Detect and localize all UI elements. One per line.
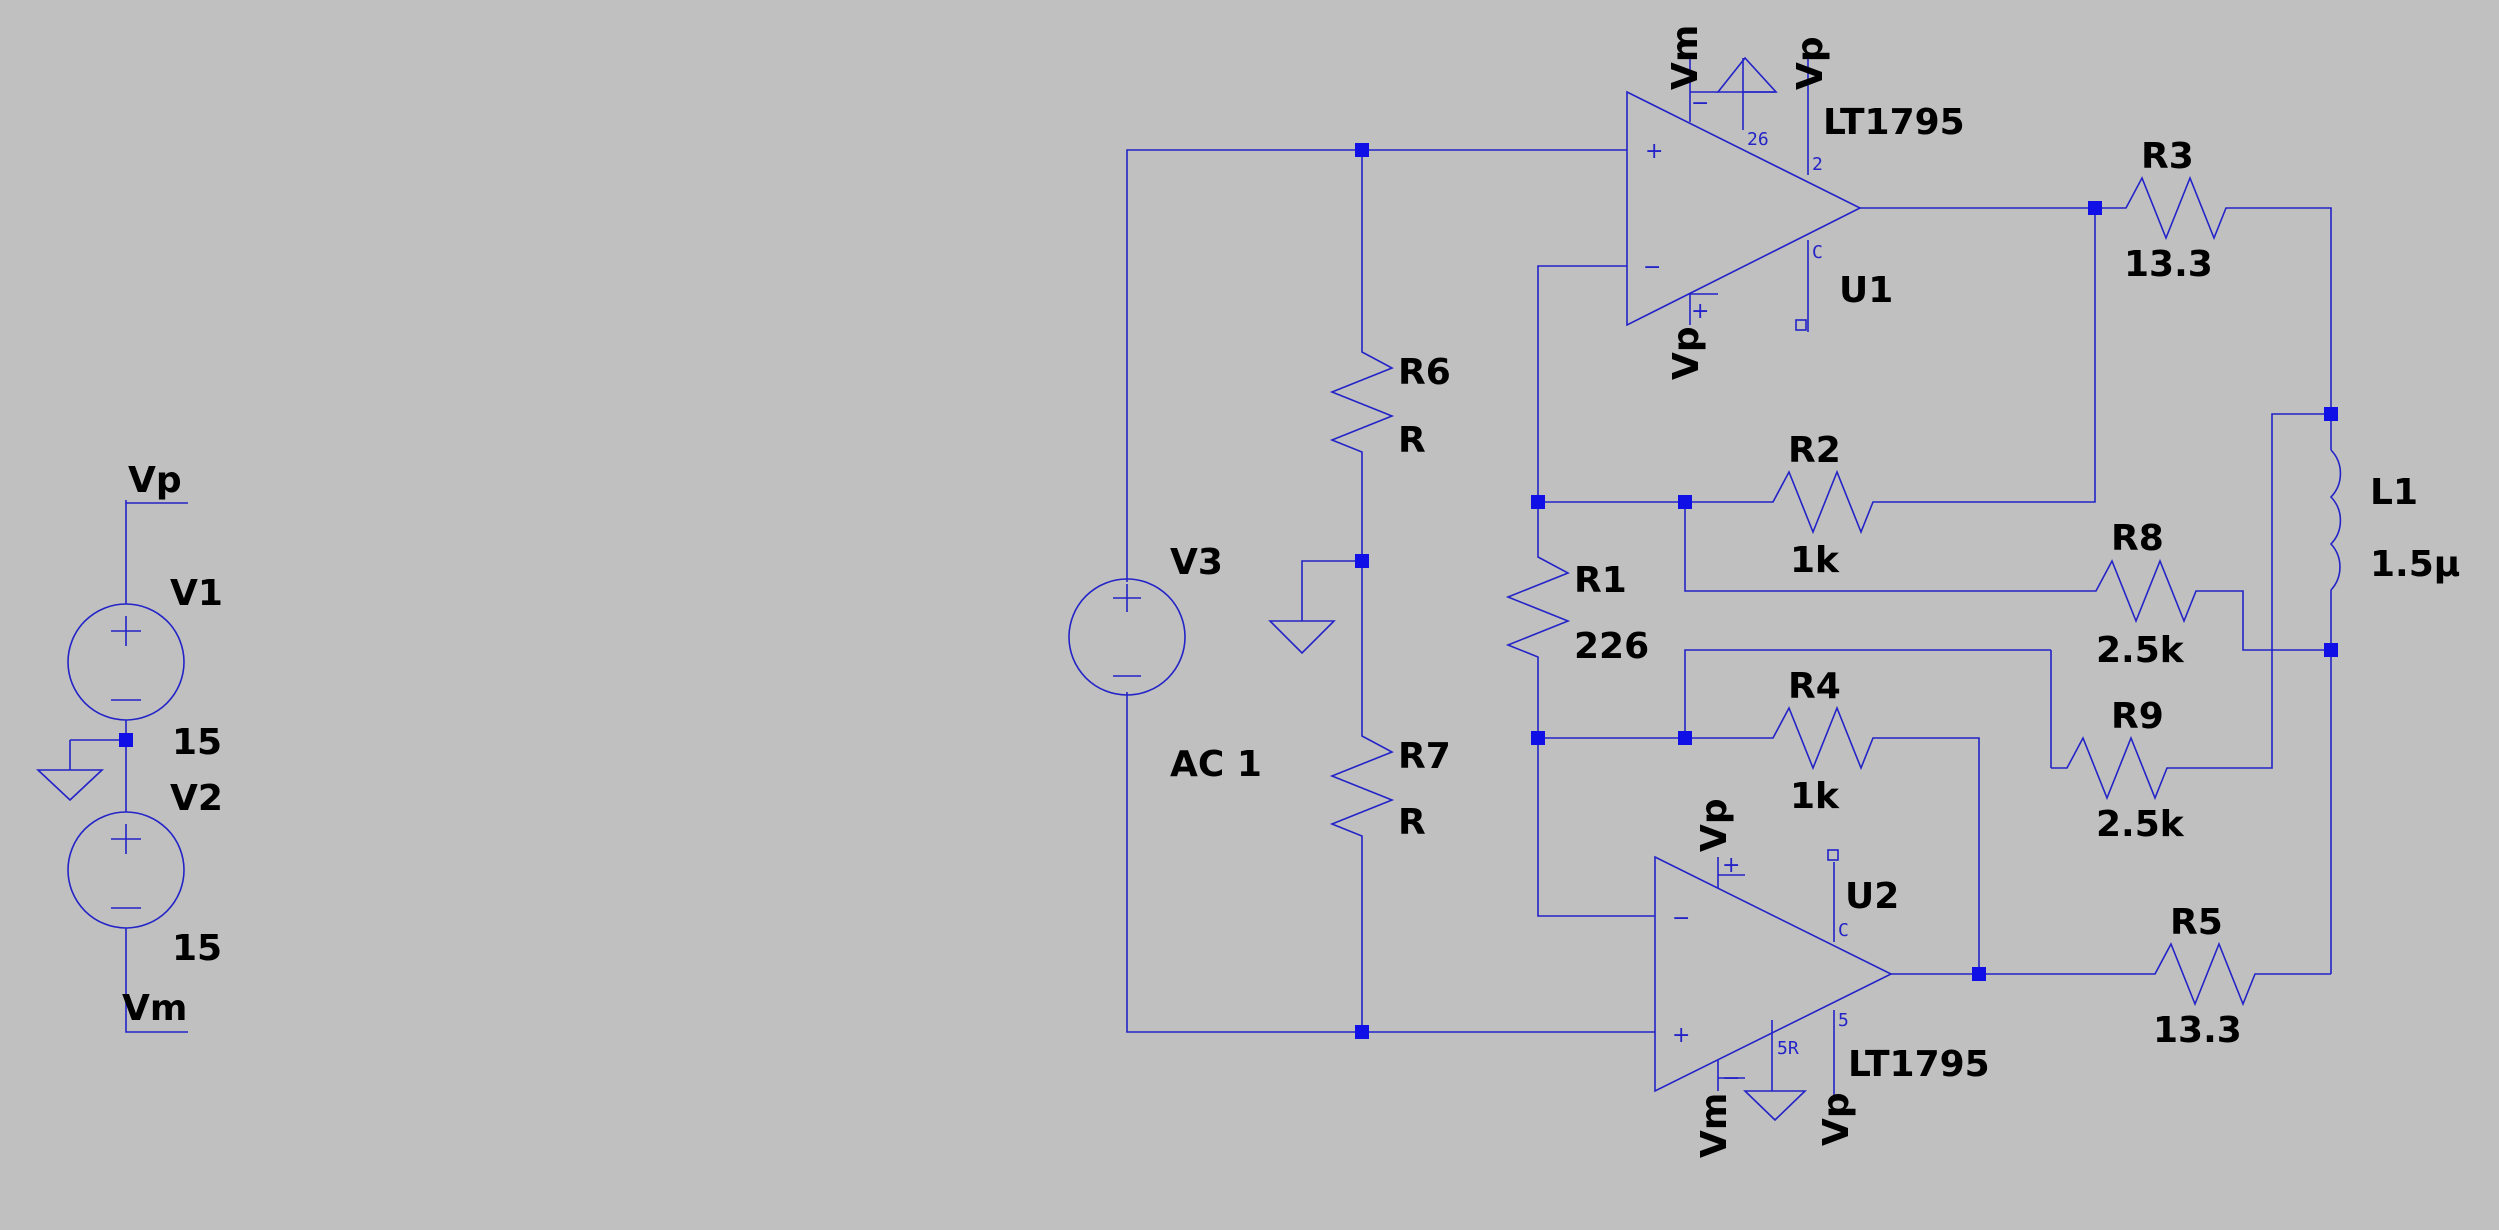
svg-text:−: − <box>1643 255 1661 280</box>
vp-label: Vp <box>1694 798 1735 852</box>
resistor-r2[interactable] <box>1757 469 1875 535</box>
r5-value: 13.3 <box>2153 1010 2242 1051</box>
u1-pin-label: C <box>1812 242 1823 263</box>
vm-label: Vm <box>1694 1093 1735 1158</box>
resistor-r8[interactable] <box>2080 558 2198 624</box>
svg-text:+: + <box>1672 1023 1690 1048</box>
voltage-source-v2[interactable] <box>67 811 185 929</box>
svg-text:+: + <box>1645 139 1663 164</box>
u2-pin-label: 5 <box>1838 1010 1849 1031</box>
r3-value: 13.3 <box>2124 244 2213 285</box>
inductor-l1[interactable] <box>2329 449 2342 591</box>
resistor-r5[interactable] <box>2139 941 2257 1007</box>
r2-value: 1k <box>1790 540 1840 581</box>
svg-text:+: + <box>1722 853 1740 878</box>
r3-name: R3 <box>2141 136 2194 177</box>
vm-label: Vm <box>1665 25 1706 90</box>
resistor-r1[interactable] <box>1505 541 1571 665</box>
vm-net-flag <box>125 928 188 1033</box>
r8-name: R8 <box>2111 518 2164 559</box>
ground-symbol <box>1268 620 1336 655</box>
r4-name: R4 <box>1788 666 1841 707</box>
v1-name: V1 <box>170 573 223 614</box>
r9-value: 2.5k <box>2096 804 2185 845</box>
svg-text:+: + <box>1691 299 1709 324</box>
u1-pin-label: 2 <box>1812 154 1823 175</box>
v3-name: V3 <box>1170 542 1223 583</box>
u1-part: LT1795 <box>1823 102 1965 143</box>
u2-part: LT1795 <box>1848 1044 1990 1085</box>
v1-value: 15 <box>172 722 222 763</box>
vm-label: Vm <box>122 988 187 1029</box>
r1-name: R1 <box>1574 560 1627 601</box>
vp-label: Vp <box>128 460 182 501</box>
svg-text:−: − <box>1691 91 1709 116</box>
component-labels: V3 AC 1 R6 R R7 R R1 226 R2 1k R3 13.3 R… <box>1170 25 2460 1158</box>
r5-name: R5 <box>2170 902 2223 943</box>
svg-text:−: − <box>1722 1066 1740 1091</box>
ground-symbol <box>35 739 126 802</box>
vp-label: Vp <box>1666 326 1707 380</box>
voltage-source-v1[interactable] <box>67 603 185 721</box>
v3-value: AC 1 <box>1170 744 1262 785</box>
vp-label: Vp <box>1816 1092 1857 1146</box>
svg-text:−: − <box>1672 906 1690 931</box>
r1-value: 226 <box>1574 626 1649 667</box>
opamp-u2[interactable]: − + + − C 5 5R <box>1654 849 1893 1122</box>
resistor-r7[interactable] <box>1329 720 1395 844</box>
vp-label: Vp <box>1790 36 1831 90</box>
u2-pin-label: 5R <box>1777 1038 1799 1059</box>
resistor-r9[interactable] <box>2051 735 2169 801</box>
power-supply-section: Vp V1 15 V2 15 Vm <box>35 460 223 1033</box>
resistor-r4[interactable] <box>1757 705 1875 771</box>
r9-name: R9 <box>2111 696 2164 737</box>
u1-pin-label: 26 <box>1747 129 1769 150</box>
opamp-u1[interactable]: + − − + 26 2 C <box>1626 56 1862 332</box>
ground-symbol <box>1716 56 1778 93</box>
r6-value: R <box>1398 420 1426 461</box>
junction <box>119 733 133 747</box>
u2-name: U2 <box>1845 876 1899 917</box>
r4-value: 1k <box>1790 776 1840 817</box>
u1-name: U1 <box>1839 270 1893 311</box>
l1-name: L1 <box>2370 472 2418 513</box>
voltage-source-v3[interactable] <box>1068 578 1186 696</box>
v2-value: 15 <box>172 928 222 969</box>
junctions <box>1355 143 2338 1039</box>
resistor-r6[interactable] <box>1329 336 1395 460</box>
r8-value: 2.5k <box>2096 630 2185 671</box>
r6-name: R6 <box>1398 352 1451 393</box>
r2-name: R2 <box>1788 430 1841 471</box>
r7-value: R <box>1398 802 1426 843</box>
u2-pin-label: C <box>1838 920 1849 941</box>
resistor-r3[interactable] <box>2110 175 2228 241</box>
l1-value: 1.5μ <box>2370 544 2460 585</box>
v2-name: V2 <box>170 778 223 819</box>
r7-name: R7 <box>1398 736 1451 777</box>
